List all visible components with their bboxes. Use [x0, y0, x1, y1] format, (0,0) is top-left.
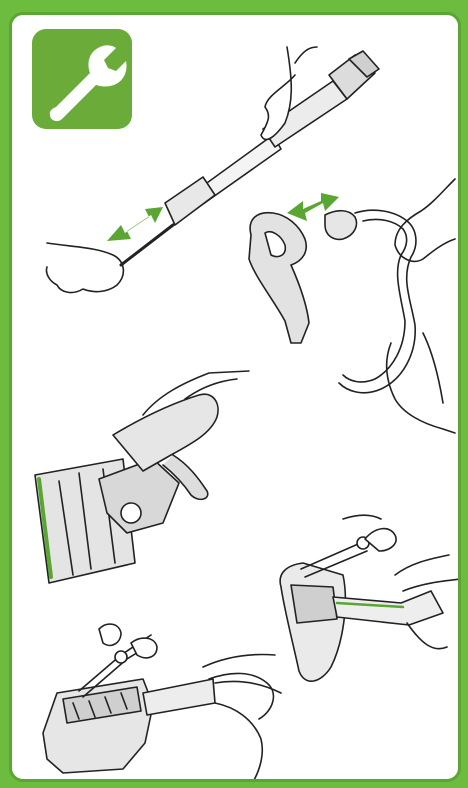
illustration-scissors-nozzle	[12, 15, 461, 782]
content-panel	[9, 12, 461, 782]
